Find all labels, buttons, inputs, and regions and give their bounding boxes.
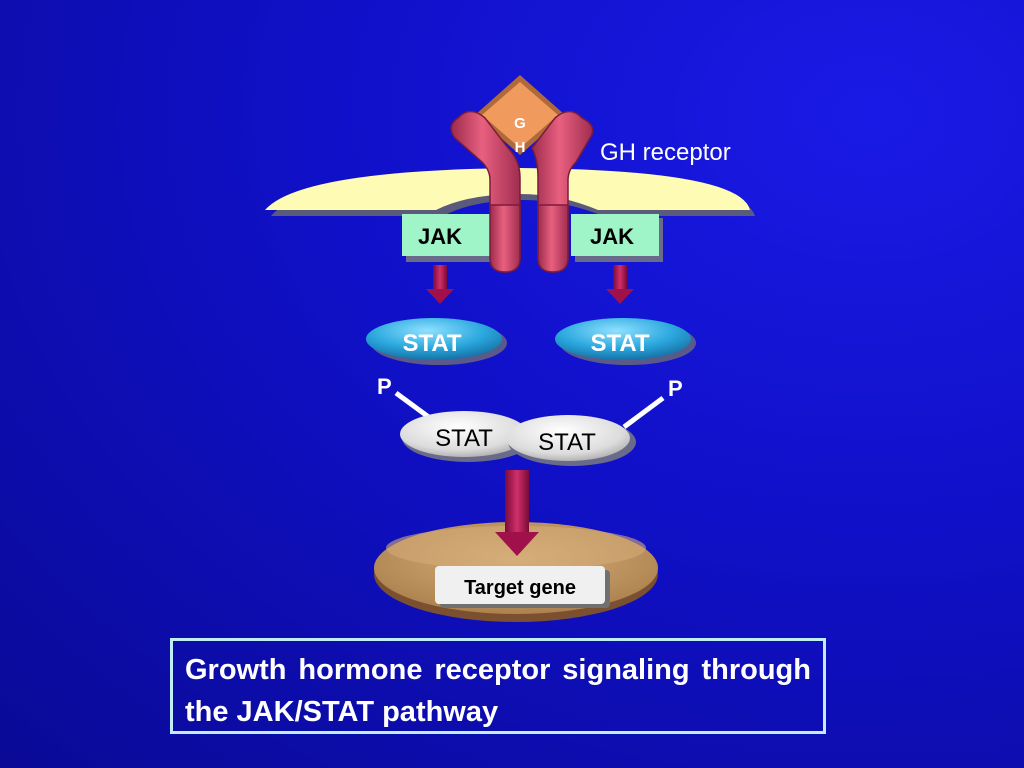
stat-right: STAT (555, 318, 696, 365)
jak-left-label: JAK (418, 224, 462, 249)
caption-box: Growth hormone receptor signaling throug… (170, 638, 826, 734)
arrow-jak-stat-left (426, 265, 454, 304)
phosphate-left-label: P (377, 374, 392, 399)
receptor-label: GH receptor (600, 139, 731, 166)
stat-right-label: STAT (590, 330, 649, 357)
stat-left-label: STAT (402, 330, 461, 357)
stat-left: STAT (366, 318, 507, 365)
caption-text: Growth hormone receptor signaling throug… (185, 654, 811, 728)
arrow-dimer-nucleus (495, 470, 539, 556)
dimer-left-label: STAT (435, 425, 493, 452)
phosphate-left: P (377, 374, 432, 421)
phosphate-right-label: P (668, 376, 683, 401)
jak-right: JAK (571, 214, 663, 262)
dimer-right-label: STAT (538, 429, 596, 456)
hormone-label-g: G (514, 115, 526, 132)
target-gene-label: Target gene (464, 577, 576, 599)
target-gene: Target gene (435, 566, 610, 608)
jak-right-label: JAK (590, 224, 634, 249)
arrow-jak-stat-right (606, 265, 634, 304)
jak-left: JAK (402, 214, 494, 262)
hormone-label-h: H (515, 139, 526, 156)
stat-dimer: STAT STAT (400, 411, 636, 466)
phosphate-right: P (622, 376, 683, 430)
